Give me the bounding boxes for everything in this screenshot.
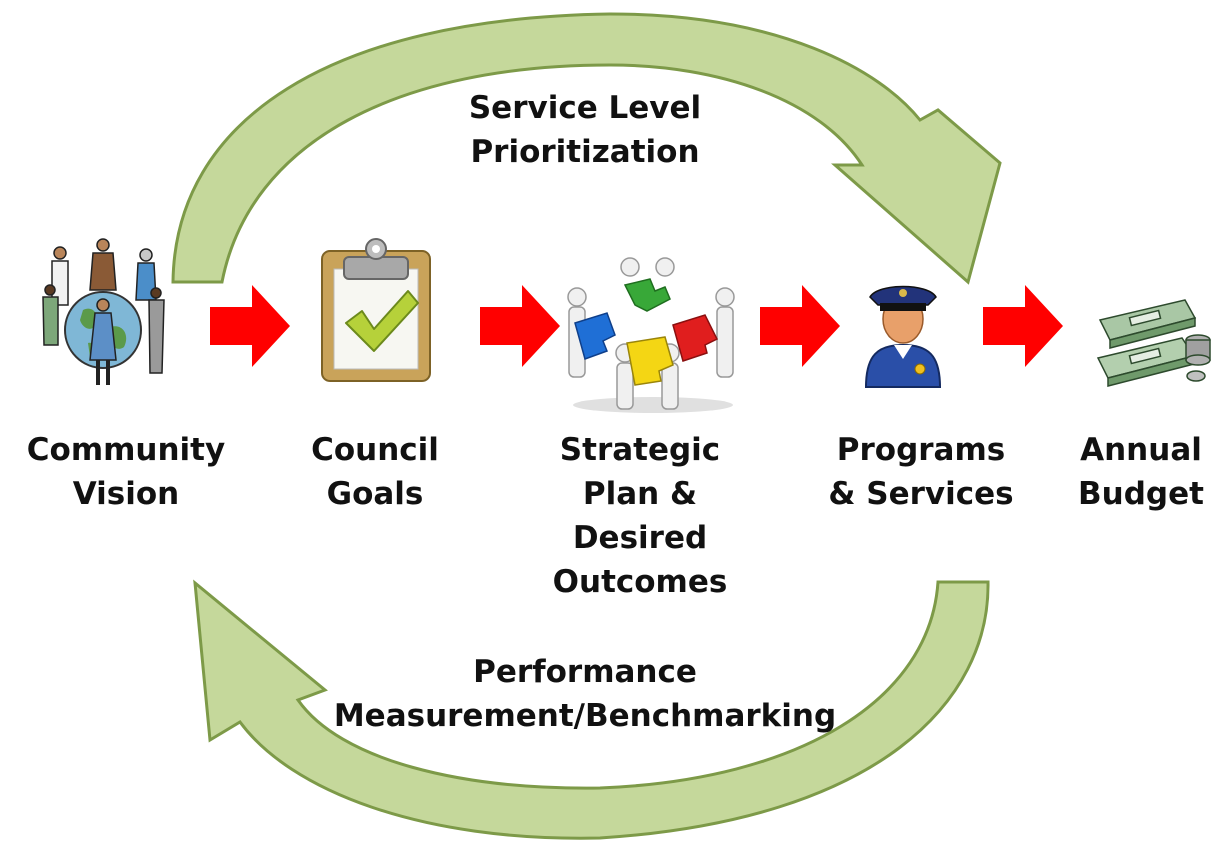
stage-label-council-goals: Council Goals [285,428,465,516]
stage-label-line: Programs [836,432,1006,468]
bottom-cycle-arrow [193,579,990,840]
money-stacks-icon [1096,299,1211,387]
stage-label-line: Plan & [582,476,698,512]
stage-label-programs-services: Programs & Services [818,428,1024,516]
stage-label-line: Strategic [559,432,721,468]
clipboard-checkmark-icon [321,238,431,382]
flow-arrow-2 [480,285,560,367]
stage-label-line: Council [311,432,439,468]
bottom-cycle-label-line1: Performance [473,654,697,690]
bottom-cycle-label-line2: Measurement/Benchmarking [333,698,837,734]
police-officer-icon [864,285,942,388]
top-cycle-arrow [171,12,1002,285]
puzzle-team-icon [567,257,735,413]
stage-label-line: & Services [828,476,1014,512]
stage-label-annual-budget: Annual Budget [1068,428,1214,516]
flow-arrow-3 [760,285,840,367]
flow-arrow-4 [983,285,1063,367]
stage-label-line: Community [26,432,226,468]
stage-label-community-vision: Community Vision [8,428,244,516]
top-cycle-label: Service Level Prioritization [440,86,730,174]
stage-label-line: Goals [326,476,424,512]
stage-label-line: Outcomes [552,564,728,600]
stage-label-line: Annual [1080,432,1202,468]
flow-arrow-1 [210,285,290,367]
stage-label-line: Budget [1078,476,1204,512]
top-cycle-label-line1: Service Level [468,90,702,126]
stage-label-line: Vision [72,476,180,512]
people-around-globe-icon [42,238,165,385]
bottom-cycle-label: Performance Measurement/Benchmarking [330,650,840,738]
stage-label-strategic-plan: Strategic Plan & Desired Outcomes [530,428,750,604]
top-cycle-label-line2: Prioritization [470,134,700,170]
stage-label-line: Desired [572,520,708,556]
